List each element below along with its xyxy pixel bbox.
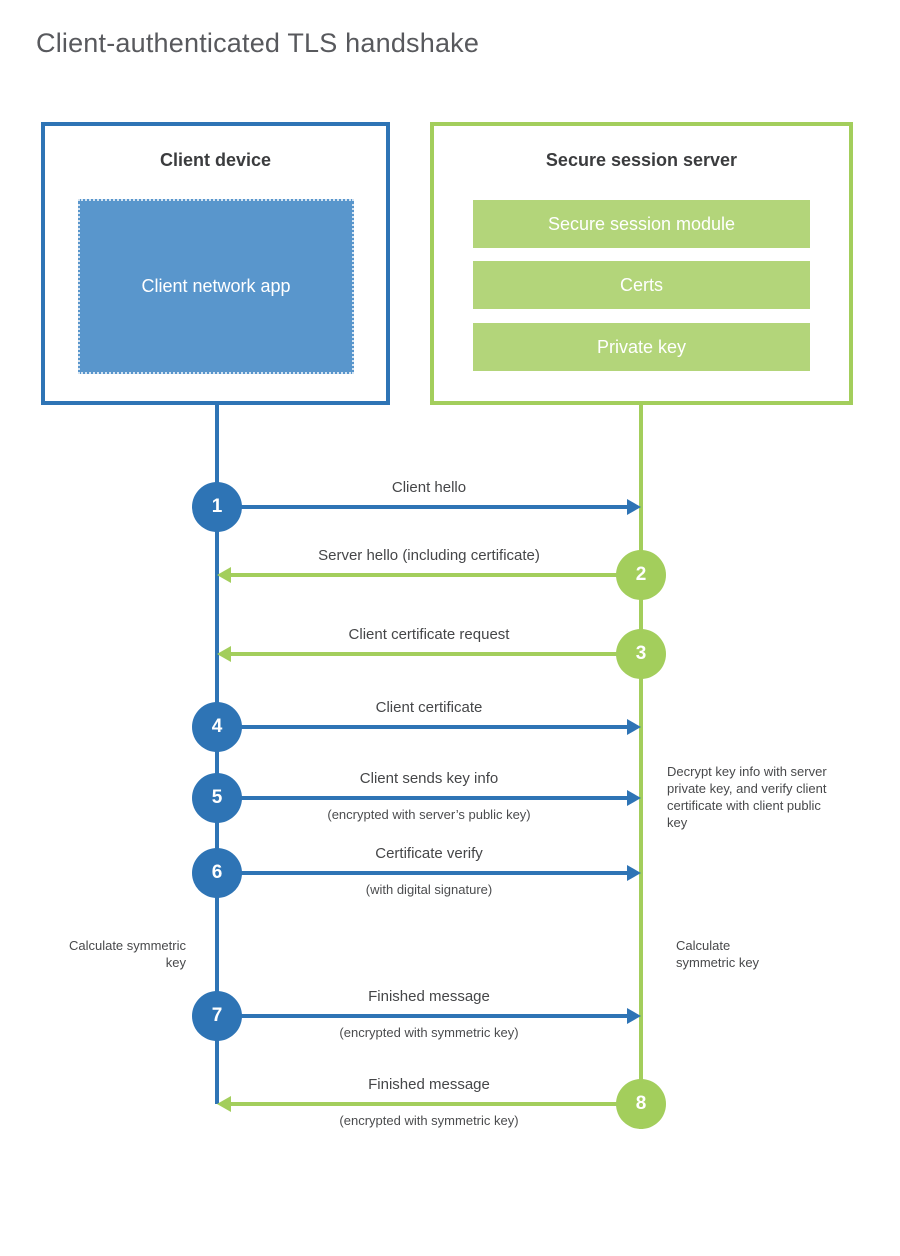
step-2-circle: 2	[616, 550, 666, 600]
step-4-arrow	[217, 725, 627, 729]
step-6-number: 6	[211, 862, 223, 883]
step-3-arrowhead-icon	[217, 646, 231, 662]
client-network-app-label: Client network app	[141, 276, 291, 296]
step-7-arrow	[217, 1014, 627, 1018]
step-5-number: 5	[211, 787, 223, 808]
step-4-label: Client certificate	[375, 699, 483, 716]
step-1-circle: 1	[192, 482, 242, 532]
step-2-number: 2	[635, 564, 647, 585]
step-1-arrowhead-icon	[627, 499, 641, 515]
step-1-arrow	[217, 505, 627, 509]
step-8-label: Finished message	[368, 1076, 490, 1093]
step-6-circle: 6	[192, 848, 242, 898]
client-device-title: Client device	[159, 150, 272, 170]
step-6-sublabel: (with digital signature)	[365, 882, 493, 897]
client-lifeline	[215, 405, 219, 1104]
step-5-sublabel: (encrypted with server’s public key)	[327, 807, 531, 822]
server-module-bar: Secure session module	[473, 200, 810, 248]
step-8-arrowhead-icon	[217, 1096, 231, 1112]
step-3-label: Client certificate request	[348, 626, 510, 643]
step-5-arrowhead-icon	[627, 790, 641, 806]
server-box-title: Secure session server	[545, 150, 738, 170]
step-4-circle: 4	[192, 702, 242, 752]
step-3-arrow	[231, 652, 641, 656]
step-1-number: 1	[211, 496, 223, 517]
server-certs-bar: Certs	[473, 261, 810, 309]
step-6-arrowhead-icon	[627, 865, 641, 881]
step-6-arrow	[217, 871, 627, 875]
server-private-key-bar: Private key	[473, 323, 810, 371]
step-4-number: 4	[211, 716, 223, 737]
step-3-circle: 3	[616, 629, 666, 679]
server-lifeline	[639, 405, 643, 1129]
server-calculate-note: Calculate symmetric key	[676, 938, 760, 970]
step-6-label: Certificate verify	[375, 845, 483, 862]
step-4-arrowhead-icon	[627, 719, 641, 735]
step-3-number: 3	[635, 643, 647, 664]
step-7-arrowhead-icon	[627, 1008, 641, 1024]
step-8-number: 8	[635, 1093, 647, 1114]
step-2-arrow	[231, 573, 641, 577]
step-7-label: Finished message	[368, 988, 490, 1005]
page-title: Client-authenticated TLS handshake	[36, 28, 480, 58]
step-2-arrowhead-icon	[217, 567, 231, 583]
step-8-arrow	[231, 1102, 641, 1106]
client-network-app-rect: Client network app	[78, 199, 354, 374]
server-decrypt-note: Decrypt key info with server private key…	[667, 764, 827, 830]
step-1-label: Client hello	[391, 479, 467, 496]
step-5-circle: 5	[192, 773, 242, 823]
step-2-label: Server hello (including certificate)	[318, 547, 540, 564]
step-7-number: 7	[211, 1005, 223, 1026]
step-5-arrow	[217, 796, 627, 800]
step-8-circle: 8	[616, 1079, 666, 1129]
step-7-sublabel: (encrypted with symmetric key)	[339, 1025, 519, 1040]
step-7-circle: 7	[192, 991, 242, 1041]
step-5-label: Client sends key info	[359, 770, 499, 787]
step-8-sublabel: (encrypted with symmetric key)	[339, 1113, 519, 1128]
client-calculate-note: Calculate symmetric key	[68, 938, 186, 970]
